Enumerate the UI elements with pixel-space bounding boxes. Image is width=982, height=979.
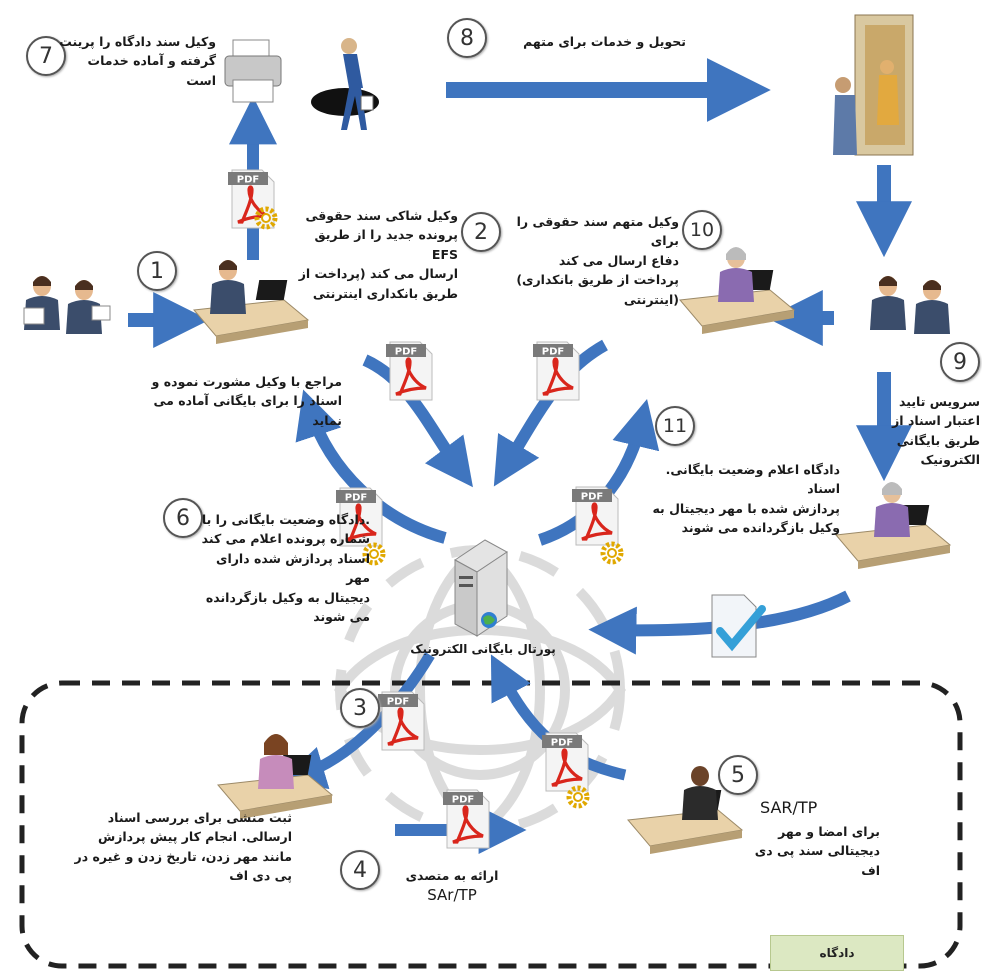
step-6-text: .دادگاه وضعیت بایگانی را با شماره پرونده… [201, 512, 370, 624]
pdf-icon [441, 788, 491, 850]
step-number-2: 2 [461, 212, 501, 252]
step-number-8: 8 [447, 18, 487, 58]
step-5-title: SAR/TP [760, 798, 818, 817]
step-number-1: 1 [137, 251, 177, 291]
step-number-6: 6 [163, 498, 203, 538]
courier-icon [311, 38, 379, 130]
step-number-11: 11 [655, 406, 695, 446]
step-3-text: ثبت منشی برای بررسی اسناد ارسالی. انجام … [74, 810, 292, 884]
pdf-icon [540, 731, 590, 806]
step-number-3: 3 [340, 688, 380, 728]
pdf-icon [531, 340, 581, 402]
step-2-text: وکیل شاکی سند حقوقی پرونده جدید را از طر… [298, 208, 458, 301]
portal-label: پورتال بایگانی الکترونیک [410, 642, 556, 656]
step-number-5: 5 [718, 755, 758, 795]
defense-lawyer-icon [679, 247, 795, 335]
step-number-4: 4 [340, 850, 380, 890]
sar-tp-officer-icon [627, 766, 743, 855]
delivery-door-icon [833, 14, 914, 156]
pdf-icon [226, 168, 275, 230]
meeting-right-icon [870, 276, 950, 334]
printer-icon [224, 39, 282, 103]
server-icon [454, 539, 508, 637]
step-4-text: ارائه به متصدی [405, 868, 499, 883]
arrow-step2-to-portal [362, 354, 473, 488]
step-11-text: دادگاه اعلام وضعیت بایگانی. اسناد پردازش… [652, 462, 840, 536]
step-1-text: مراجع با وکیل مشورت نموده و اسناد را برا… [151, 374, 342, 428]
court-label: دادگاه [770, 935, 904, 971]
step-number-10: 10 [682, 210, 722, 250]
lawyer-desk-icon [193, 260, 309, 345]
step-5-text: برای امضا و مهر دیجیتالی سند پی دی اف [754, 824, 880, 878]
step-9-text: سرویس تایید اعتبار اسناد از طریق بایگانی… [892, 394, 980, 468]
verified-document-icon [711, 594, 766, 658]
verifier-icon [835, 482, 951, 570]
arrow-portal-to-clerk [281, 652, 435, 790]
pdf-icon [376, 690, 426, 752]
step-number-7: 7 [26, 36, 66, 76]
client-meeting-icon [23, 276, 111, 334]
step-7-text: وکیل سند دادگاه را پرینت گرفته و آماده خ… [59, 34, 216, 88]
step-number-9: 9 [940, 342, 980, 382]
clerk-icon [217, 734, 333, 820]
step-8-text: تحویل و خدمات برای متهم [523, 34, 686, 49]
pdf-icon [384, 340, 434, 402]
step-10-text: وکیل متهم سند حقوقی را برای دفاع ارسال م… [516, 214, 679, 307]
pdf-icon [570, 485, 621, 562]
step-4-text-2: SAr/TP [427, 886, 477, 904]
